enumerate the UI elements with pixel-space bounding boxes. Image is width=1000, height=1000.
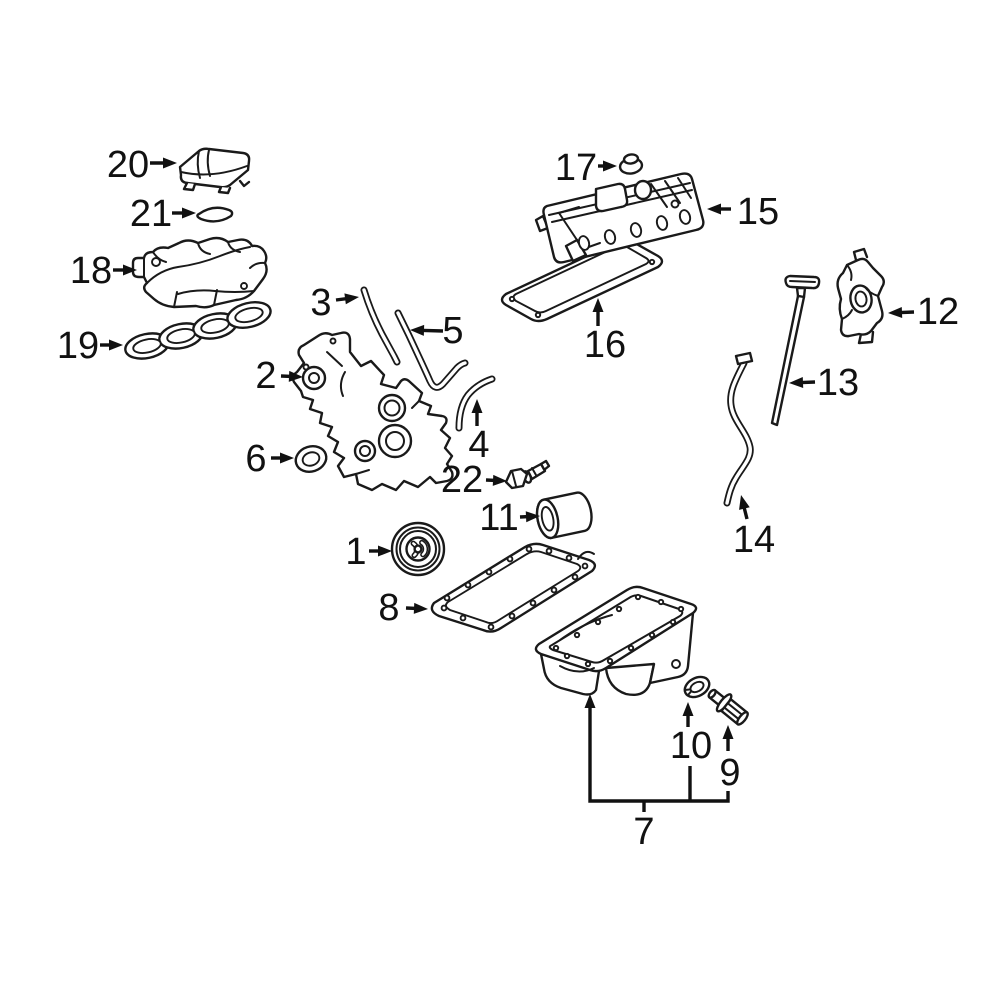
callout-label-5: 5: [442, 310, 463, 352]
part-7-oil-pan: [534, 585, 698, 697]
part-15-valve-cover: [534, 172, 705, 264]
part-9-oil-pan-drain-plug: [707, 688, 749, 726]
part-12-oil-pump: [836, 247, 885, 345]
part-1-crankshaft-pulley: [390, 521, 446, 577]
callout-label-14: 14: [733, 519, 775, 561]
part-14-dipstick-tube: [723, 351, 754, 507]
callout-15: 15: [707, 191, 779, 233]
callout-4: 4: [468, 399, 490, 466]
part-17-oil-filler-cap: [618, 153, 644, 175]
part-22-oil-pressure-sender: [504, 459, 551, 490]
callout-17: 17: [555, 147, 617, 189]
part-4-timing-cover-gasket-lower: [455, 375, 496, 432]
callout-label-8: 8: [378, 587, 399, 629]
callout-14: 14: [733, 495, 775, 561]
callout-16: 16: [584, 298, 626, 366]
callout-2: 2: [255, 355, 303, 397]
callout-label-21: 21: [130, 193, 172, 235]
callout-label-16: 16: [584, 324, 626, 366]
callout-18: 18: [70, 250, 137, 292]
callout-label-17: 17: [555, 147, 597, 189]
part-2-engine-timing-cover: [291, 331, 454, 492]
part-5-timing-cover-gasket-right: [394, 309, 469, 391]
part-19-intake-manifold-gasket: [124, 300, 272, 360]
callout-19: 19: [57, 325, 123, 367]
callout-7: 7: [584, 694, 730, 853]
callout-label-12: 12: [917, 291, 959, 333]
part-8-oil-pan-gasket: [430, 542, 597, 633]
callout-label-1: 1: [345, 531, 366, 573]
part-3-timing-cover-gasket-upper: [360, 286, 401, 366]
callout-label-2: 2: [255, 355, 276, 397]
callout-label-11: 11: [479, 497, 518, 539]
callout-6: 6: [245, 438, 294, 480]
callout-5: 5: [410, 310, 464, 352]
part-21-appearance-cover-gasket: [196, 206, 234, 223]
callout-8: 8: [378, 587, 428, 629]
callout-label-4: 4: [468, 424, 489, 466]
callout-label-10: 10: [670, 725, 712, 767]
callout-10: 10: [670, 702, 712, 767]
part-18-intake-manifold: [131, 236, 268, 309]
callout-3: 3: [310, 282, 359, 324]
callout-label-7: 7: [633, 811, 654, 853]
callout-21: 21: [130, 193, 196, 235]
part-6-crankshaft-front-seal: [294, 444, 328, 474]
callout-1: 1: [345, 531, 392, 573]
part-10-drain-plug-gasket: [683, 675, 711, 699]
callout-label-19: 19: [57, 325, 99, 367]
callout-11: 11: [479, 497, 540, 539]
callout-label-18: 18: [70, 250, 112, 292]
callout-label-22: 22: [441, 459, 483, 501]
callout-label-9: 9: [719, 752, 740, 794]
callout-12: 12: [888, 291, 959, 333]
part-16-valve-cover-gasket: [500, 238, 664, 323]
callout-label-15: 15: [737, 191, 779, 233]
callout-label-6: 6: [245, 438, 266, 480]
callout-label-3: 3: [310, 282, 331, 324]
part-11-oil-filter: [535, 491, 593, 540]
part-20-engine-appearance-cover: [178, 147, 251, 195]
part-13-oil-level-dipstick: [770, 274, 821, 427]
callout-label-13: 13: [817, 362, 859, 404]
callout-label-20: 20: [107, 144, 149, 186]
callout-20: 20: [107, 144, 177, 186]
callout-22: 22: [441, 459, 507, 501]
callout-13: 13: [789, 362, 859, 404]
callout-9: 9: [719, 725, 741, 794]
